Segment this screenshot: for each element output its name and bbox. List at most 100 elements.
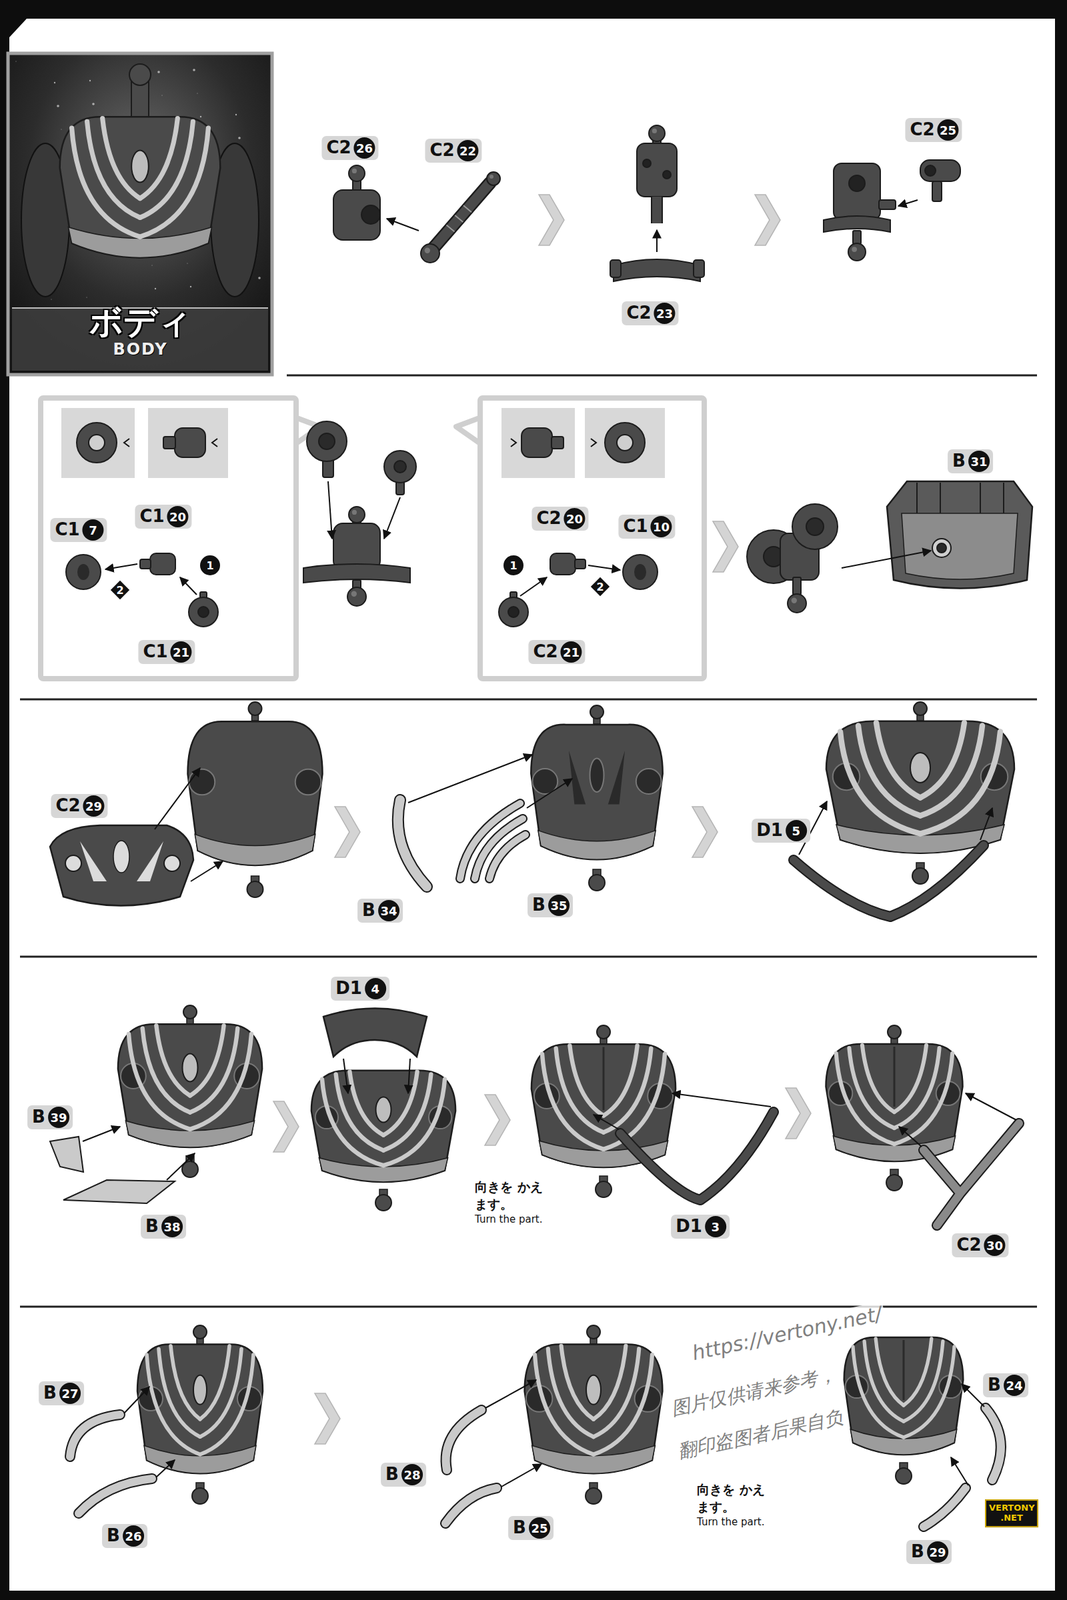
step-chevron <box>692 806 718 858</box>
step-marker: 2 <box>110 580 131 601</box>
step-marker: 1 <box>503 555 524 576</box>
leader-arrow <box>343 1058 349 1094</box>
part-number: 4 <box>364 978 387 1000</box>
part-code: C2 <box>536 508 561 529</box>
part-tag: D14 <box>330 976 390 1001</box>
leader-arrow <box>593 1115 619 1130</box>
tee-part <box>920 160 961 182</box>
chest-emblem <box>182 1053 199 1082</box>
part-number: 39 <box>48 1107 70 1129</box>
front-cutout <box>113 840 130 873</box>
star-dot <box>186 262 188 264</box>
part-outline <box>923 1123 1019 1226</box>
detail-inset <box>501 408 575 479</box>
part-callout: B35 <box>527 893 573 918</box>
callout-box <box>40 398 297 679</box>
part-callout: C225 <box>904 118 962 143</box>
ball-joint <box>586 1325 601 1340</box>
abdomen-band <box>144 1445 257 1474</box>
socket-hole <box>848 175 865 192</box>
connector-peg <box>140 559 151 569</box>
torso-part <box>311 1071 456 1212</box>
part-callout: C226 <box>321 136 379 161</box>
part-callout: D15 <box>751 818 811 843</box>
part-callout: B34 <box>357 898 403 923</box>
part-tag: C110 <box>618 514 675 539</box>
strip-part <box>445 1488 497 1524</box>
rod-outline <box>650 196 663 224</box>
tee-stem <box>932 181 942 202</box>
abdomen-band <box>318 1158 448 1183</box>
star-dot <box>60 128 62 130</box>
socket-part <box>188 597 219 627</box>
star-dot <box>50 298 52 300</box>
socket-hole <box>198 606 209 618</box>
ball-shine <box>352 168 357 174</box>
star-dot <box>89 80 91 82</box>
part-number: 34 <box>378 900 400 922</box>
step-separator <box>286 374 1037 377</box>
figure-head-joint <box>129 64 151 86</box>
shell-rib <box>916 482 918 514</box>
part-code: B <box>43 1383 57 1404</box>
step-chevron <box>314 1393 341 1445</box>
ring-hole <box>616 434 633 451</box>
leader-arrow <box>501 1464 542 1488</box>
socket-hole <box>662 170 671 179</box>
back-shell <box>886 481 1033 589</box>
torso-part <box>137 1325 263 1505</box>
panel-title: ボディ <box>89 304 192 341</box>
panel-title: BODY <box>112 340 168 359</box>
torso-shell <box>826 721 1015 854</box>
rod-groove <box>463 205 472 213</box>
part-callout: C230 <box>951 1233 1009 1258</box>
part-code: B <box>362 900 376 921</box>
star-dot <box>92 102 95 106</box>
neck-peg <box>792 577 801 595</box>
ring-part <box>604 422 645 463</box>
part-outline <box>474 818 523 879</box>
part-number: 23 <box>654 302 676 325</box>
part-code: B <box>385 1464 399 1486</box>
torso-shell <box>531 1044 676 1168</box>
chest-stripe <box>894 1045 927 1113</box>
part-tag: B39 <box>27 1105 73 1130</box>
leader-arrow <box>672 1093 771 1108</box>
abdomen-band <box>532 1445 656 1474</box>
front-cutout <box>80 841 107 882</box>
strip-part <box>489 834 526 879</box>
ball-joint <box>347 587 367 607</box>
part-code: D1 <box>675 1216 703 1238</box>
abdomen-band <box>850 1429 957 1456</box>
ball-joint <box>912 868 929 885</box>
socket-hole <box>508 606 519 618</box>
rod-part <box>652 196 662 224</box>
part-number: 22 <box>457 140 479 162</box>
part-callout: B27 <box>38 1381 85 1406</box>
part-callout: C120 <box>134 504 192 529</box>
ball-shine <box>851 246 857 253</box>
turn-note: 向きを かえます。Turn the part. <box>474 1179 550 1226</box>
ball-joint <box>375 1195 392 1212</box>
leader-arrow <box>588 565 621 571</box>
step-number: 2 <box>116 584 124 597</box>
chest-stripe <box>903 1339 932 1406</box>
torso-shell <box>826 1044 963 1162</box>
part-tag: B28 <box>380 1463 427 1488</box>
front-plate <box>50 825 194 907</box>
torso-part <box>826 702 1015 885</box>
front-cutout <box>590 758 605 793</box>
callout-box <box>480 398 705 679</box>
ball-joint <box>595 1181 612 1198</box>
part-number: 26 <box>122 1525 145 1548</box>
ball-joint <box>348 506 365 523</box>
leader-arrow <box>156 1460 175 1478</box>
strip-part <box>793 845 984 917</box>
ring-hole <box>77 564 90 581</box>
abdomen-band <box>68 227 213 259</box>
part-tag: D15 <box>751 818 811 843</box>
torso-part <box>60 116 221 258</box>
back-seam <box>893 1046 896 1108</box>
part-code: B <box>145 1216 159 1238</box>
